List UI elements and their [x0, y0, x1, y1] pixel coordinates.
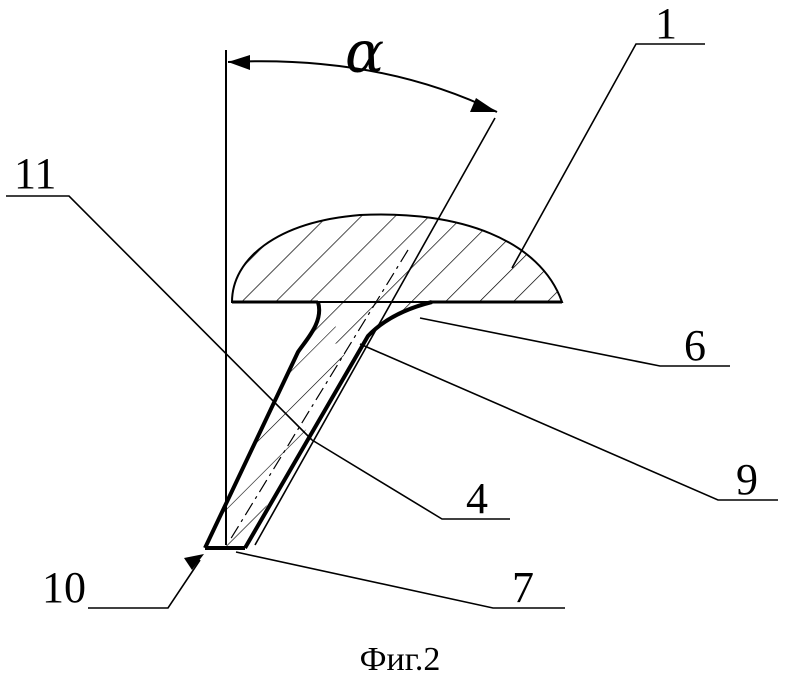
- angle-label: α: [345, 18, 384, 86]
- angle-arrowhead-left: [228, 55, 250, 70]
- callout-7: 7: [512, 563, 534, 612]
- leader-1: [511, 43, 705, 269]
- leader-9: [359, 343, 778, 501]
- centre-dashdot-line: [229, 249, 409, 541]
- leader-lines: [6, 43, 778, 609]
- leader-7: [235, 551, 565, 609]
- leader-4: [311, 439, 510, 520]
- leader-10-arrowhead: [184, 554, 204, 570]
- stem-left-edge: [203, 301, 322, 549]
- figure-caption: Фиг.2: [360, 641, 441, 678]
- callout-1: 1: [655, 0, 677, 48]
- callout-4: 4: [466, 474, 488, 523]
- leader-10: [88, 559, 201, 609]
- angle-arrowhead-right: [470, 98, 497, 112]
- leader-6: [419, 317, 730, 367]
- callout-9: 9: [736, 455, 758, 504]
- angle-arc: [227, 60, 498, 113]
- callout-10: 10: [42, 563, 86, 612]
- callout-6: 6: [684, 321, 706, 370]
- callout-11: 11: [14, 149, 56, 198]
- profile-head: [230, 213, 564, 303]
- stem-right-edge: [243, 300, 433, 550]
- leader-11: [6, 195, 313, 441]
